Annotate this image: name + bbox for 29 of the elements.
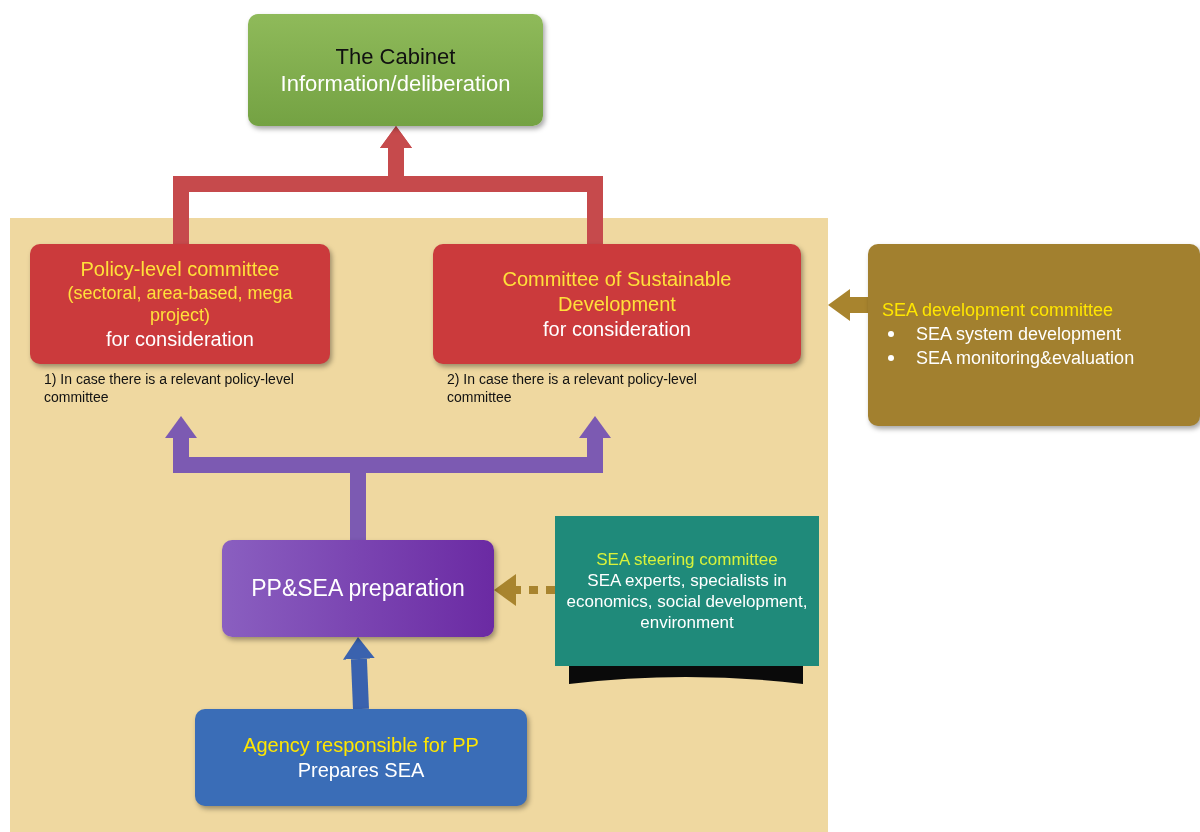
note-text: 2) In case there is a relevant policy-level committee: [447, 370, 698, 407]
box-text: SEA experts, specialists in economics, social development, environment: [565, 569, 809, 634]
committee-box: [868, 244, 1200, 426]
bullet-item: SEA monitoring&evaluation: [916, 347, 1135, 371]
box-text: (sectoral, area-based, mega project): [66, 281, 294, 327]
committee-box: [433, 244, 801, 364]
arrow: [494, 574, 555, 606]
bullet-item: SEA system development: [916, 322, 1122, 346]
box-text: Prepares SEA: [297, 757, 425, 783]
box-heading: The Cabinet: [335, 42, 456, 70]
box-heading: Committee of Sustainable Development: [501, 266, 733, 317]
committee-box: [30, 244, 330, 364]
note-text: 1) In case there is a relevant policy-level committee: [44, 370, 295, 407]
box-heading: PP&SEA preparation: [251, 574, 465, 603]
background-panel: [10, 218, 828, 832]
process-box: [222, 540, 494, 637]
box-text: for consideration: [106, 326, 254, 352]
decision-box: [248, 14, 543, 126]
arrow: [342, 637, 375, 710]
committee-box: [555, 516, 819, 666]
box-heading: SEA development committee: [882, 299, 1114, 322]
agency-box: [195, 709, 527, 806]
arrow: [828, 289, 868, 321]
arrow: [380, 126, 603, 244]
box-text: Information/deliberation: [280, 70, 511, 98]
box-heading: Policy-level committee: [80, 256, 280, 282]
box-text: for consideration: [543, 316, 691, 342]
box-heading: Agency responsible for PP: [243, 732, 479, 758]
box-heading: SEA steering committee: [596, 548, 778, 570]
